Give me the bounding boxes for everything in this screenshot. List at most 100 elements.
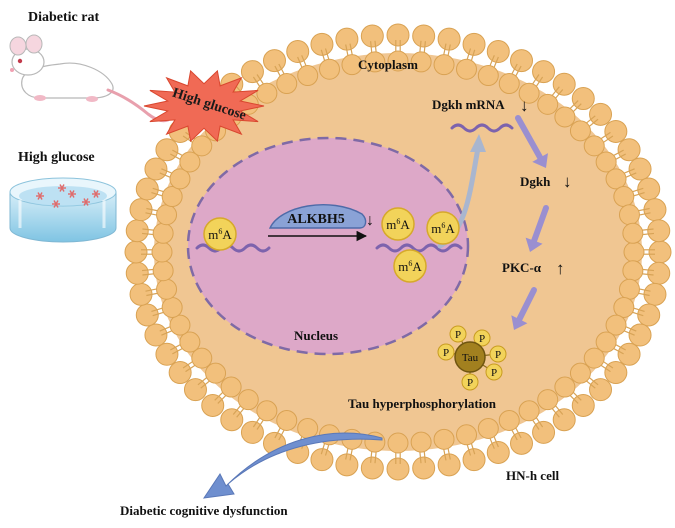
lipid-head — [518, 400, 540, 422]
lipid-head — [618, 278, 640, 300]
lipid-head — [617, 342, 641, 366]
lipid-head — [618, 204, 640, 226]
lipid-head — [532, 420, 556, 444]
lipid-head — [240, 60, 264, 84]
lipid-head — [647, 219, 671, 243]
lipid-head — [518, 82, 540, 104]
glucose-crystal — [53, 200, 59, 208]
phosphate-group: P — [437, 343, 455, 361]
lipid-head — [637, 177, 661, 201]
lipid-head — [169, 314, 191, 336]
phosphate-group: P — [461, 373, 479, 391]
pathway-arrows — [511, 115, 549, 330]
lipid-head — [498, 73, 520, 95]
nucleus — [186, 136, 470, 356]
lipid-head — [156, 204, 178, 226]
lipid-head — [486, 440, 510, 464]
lipid-head — [604, 361, 628, 385]
lipid-head — [360, 24, 384, 48]
lipid-head — [125, 261, 149, 285]
lipid-head — [648, 240, 672, 264]
lipid-head — [310, 32, 334, 56]
phosphate-group: P — [485, 363, 503, 381]
pathway-arrowhead — [525, 237, 543, 252]
phosphate-group: P — [449, 325, 467, 343]
lipid-head — [152, 260, 174, 282]
rat-illustration — [9, 34, 170, 123]
lipid-head — [179, 151, 201, 173]
lipid-head — [129, 198, 153, 222]
alkbh5-enzyme — [268, 204, 367, 229]
lipid-head — [262, 49, 286, 73]
lipid-head — [297, 417, 319, 439]
lipid-head — [437, 27, 461, 51]
glucose-crystal — [83, 198, 89, 206]
pkc-up-arrow: ↑ — [556, 259, 565, 278]
lipid-head — [462, 448, 486, 472]
lipid-head — [477, 65, 499, 87]
lipid-head — [124, 240, 148, 264]
lipid-head — [179, 331, 201, 353]
lipid-head — [595, 331, 617, 353]
outcome-label: Diabetic cognitive dysfunction — [120, 503, 288, 518]
phosphate-label: P — [443, 347, 449, 359]
lipid-head — [532, 60, 556, 84]
lipid-head — [205, 362, 227, 384]
phosphate-group: P — [489, 345, 507, 363]
lipid-head — [589, 102, 613, 126]
lipid-head — [135, 303, 159, 327]
m6a-text: m6A — [398, 259, 422, 274]
m6a-badge: m6A — [381, 207, 415, 241]
dgkh-mrna-wave — [450, 123, 514, 133]
lipid-head — [622, 222, 644, 244]
lipid-head — [486, 40, 510, 64]
lipid-head — [605, 168, 627, 190]
lipid-head — [456, 58, 478, 80]
lipid-head — [437, 453, 461, 477]
lipid-head — [643, 198, 667, 222]
lipid-head — [220, 408, 244, 432]
lipid-head — [613, 186, 635, 208]
lipid-head — [604, 119, 628, 143]
lipid-head — [151, 241, 173, 263]
lipid-head — [628, 157, 652, 181]
lipid-head — [318, 58, 340, 80]
lipid-head — [498, 409, 520, 431]
lipid-head — [310, 448, 334, 472]
glucose-crystals — [36, 184, 100, 208]
lipid-head — [647, 261, 671, 285]
lipid-head — [613, 296, 635, 318]
m6a-text: m6A — [431, 221, 455, 236]
lipid-head — [510, 49, 534, 73]
pathway-arrowhead — [511, 315, 528, 330]
lipid-head — [161, 186, 183, 208]
lipid-head — [240, 420, 264, 444]
lipid-head — [360, 456, 384, 480]
lipid-head — [554, 376, 576, 398]
lipid-head — [595, 151, 617, 173]
outcome-arrow — [202, 432, 383, 499]
mrna-export-arrowhead — [470, 134, 486, 152]
lipid-head — [220, 376, 242, 398]
lipid-head — [552, 408, 576, 432]
phosphate-label: P — [479, 333, 485, 345]
lipid-head — [135, 177, 159, 201]
glucose-crystal — [69, 190, 75, 198]
nuclear-rna-wave — [195, 243, 271, 253]
alkbh5-label: ALKBH5 — [287, 212, 345, 227]
lipid-head — [622, 260, 644, 282]
lipid-head — [643, 282, 667, 306]
lipid-head — [155, 342, 179, 366]
lipid-head — [637, 303, 661, 327]
dgkh-mrna-down-arrow: ↓ — [520, 96, 529, 115]
nucleus-label: Nucleus — [294, 328, 339, 343]
lipid-head — [387, 432, 409, 454]
lipid-head — [433, 428, 455, 450]
lipid-head — [335, 27, 359, 51]
phosphate-label: P — [467, 377, 473, 389]
lipid-head — [276, 73, 298, 95]
m6a-badge: m6A — [393, 249, 427, 283]
lipid-head — [191, 135, 213, 157]
